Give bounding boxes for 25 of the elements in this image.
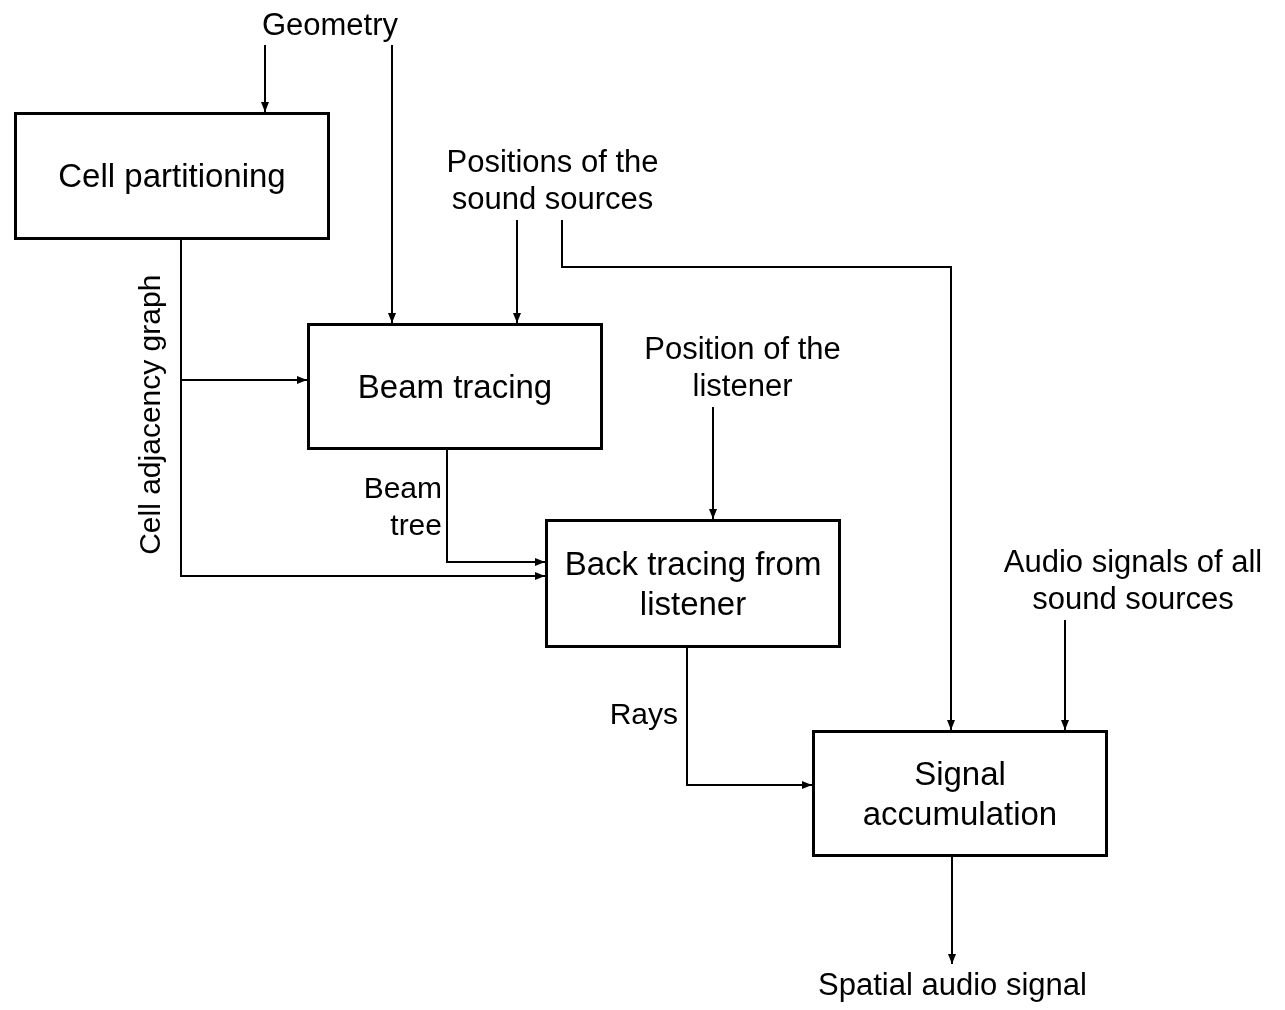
box-label: Signal accumulation bbox=[861, 753, 1059, 834]
arrow bbox=[686, 647, 813, 789]
process-box bbox=[14, 112, 330, 240]
edge-label: Cell adjacency graph bbox=[132, 274, 168, 556]
arrow bbox=[561, 219, 955, 731]
edge-label: Rays bbox=[609, 696, 678, 733]
box-label: Beam tracing bbox=[357, 366, 553, 407]
arrow bbox=[709, 406, 717, 520]
input-label: Position of the listener bbox=[643, 329, 842, 405]
edge-label: Beam tree bbox=[362, 469, 442, 543]
process-box bbox=[307, 323, 603, 450]
process-box bbox=[812, 730, 1108, 857]
input-label: Geometry bbox=[261, 6, 399, 44]
input-label: Positions of the sound sources bbox=[445, 142, 660, 218]
box-label: Cell partitioning bbox=[58, 156, 286, 196]
arrow bbox=[388, 44, 396, 324]
arrow bbox=[261, 44, 269, 113]
process-box bbox=[545, 519, 841, 648]
arrow bbox=[513, 219, 521, 324]
box-label: Back tracing from listener bbox=[563, 543, 823, 624]
input-label: Spatial audio signal bbox=[818, 966, 1087, 1004]
arrow bbox=[948, 856, 956, 965]
input-label: Audio signals of all sound sources bbox=[1002, 542, 1264, 618]
arrow bbox=[446, 449, 546, 566]
arrow bbox=[1061, 619, 1069, 731]
